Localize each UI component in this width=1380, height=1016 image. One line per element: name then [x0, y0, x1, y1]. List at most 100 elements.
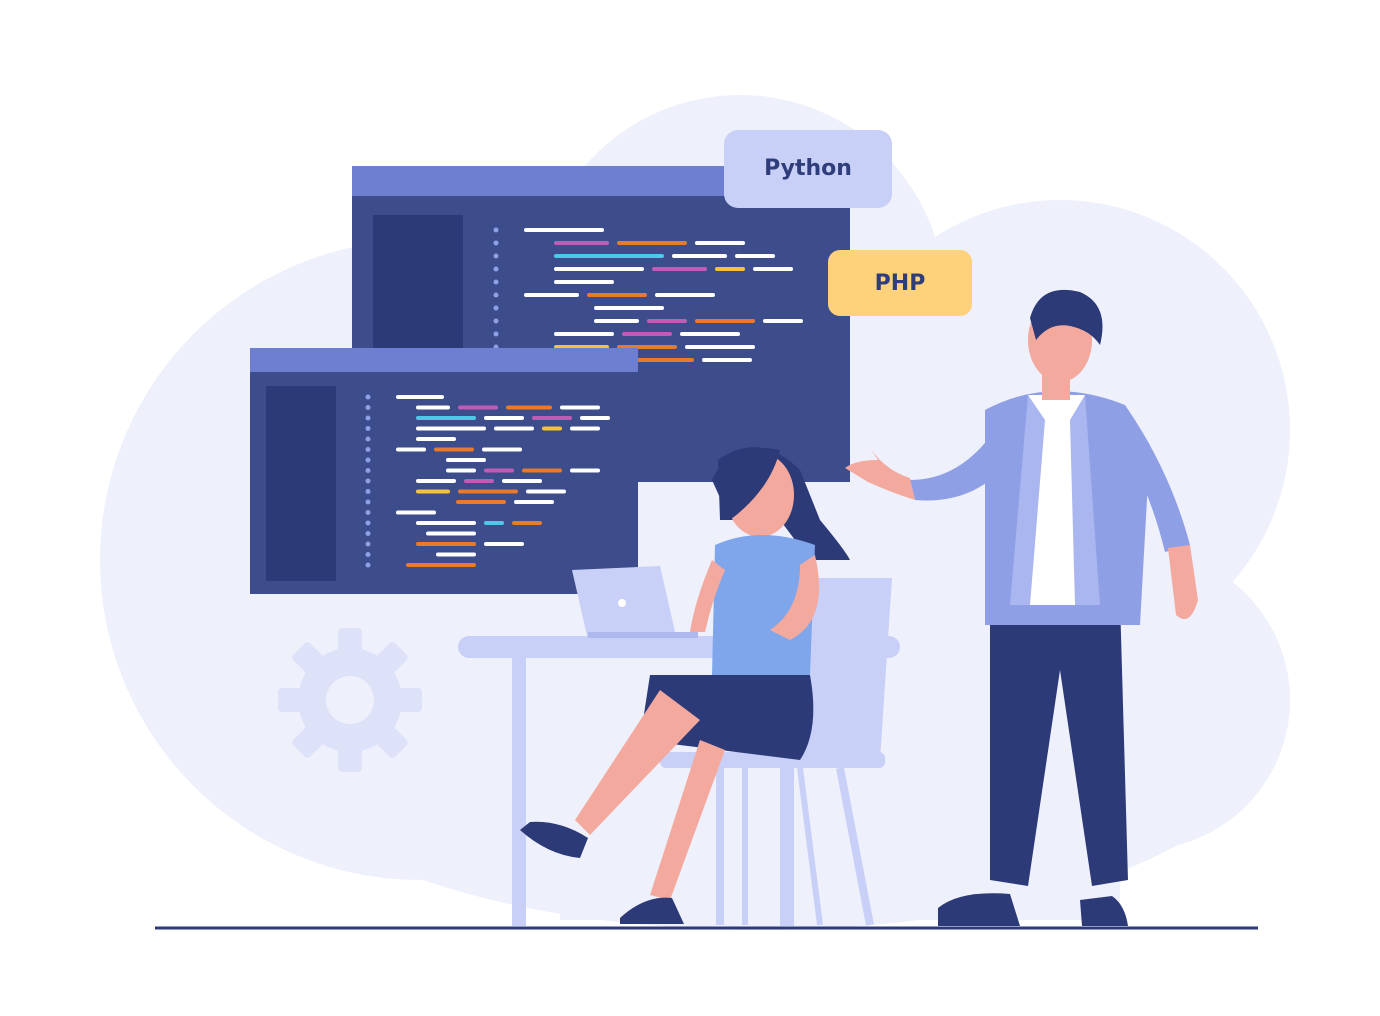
code-line-segment [532, 416, 572, 420]
code-line-segment [406, 563, 476, 567]
line-number-dot [365, 405, 371, 410]
code-line-segment [655, 293, 715, 297]
man-figure [845, 289, 1198, 926]
code-line-segment [458, 405, 498, 410]
code-line-segment [456, 500, 506, 504]
code-line-segment [484, 416, 524, 420]
python-tag-label: Python [764, 156, 852, 181]
code-line-segment [524, 293, 579, 297]
code-line-segment [580, 416, 610, 420]
code-line-segment [570, 426, 600, 431]
code-line-segment [514, 500, 554, 504]
line-number-dot [365, 531, 371, 536]
code-line-segment [622, 332, 672, 336]
code-line-segment [426, 531, 476, 536]
line-number-dot [493, 318, 499, 324]
line-number-dot [365, 426, 371, 431]
code-line-segment [416, 426, 486, 431]
code-line-segment [464, 479, 494, 483]
code-line-segment [570, 468, 600, 473]
line-number-dot [493, 305, 499, 311]
line-number-dot [365, 541, 371, 547]
line-number-dot [493, 331, 499, 337]
code-line-segment [587, 293, 647, 297]
code-line-segment [672, 254, 727, 258]
code-line-segment [554, 280, 614, 284]
code-lines-front [365, 394, 610, 568]
code-line-segment [446, 468, 476, 473]
code-lines-back [493, 227, 803, 363]
line-number-dot [493, 266, 499, 272]
code-line-segment [753, 267, 793, 271]
code-line-segment [702, 358, 752, 362]
line-number-dot [493, 227, 499, 233]
code-line-segment [396, 510, 436, 515]
code-line-segment [554, 241, 609, 245]
code-line-segment [526, 489, 566, 494]
code-line-segment [416, 542, 476, 546]
code-line-segment [502, 479, 542, 483]
code-line-segment [482, 447, 522, 452]
code-line-segment [484, 521, 504, 525]
line-number-dot [365, 447, 371, 452]
code-line-segment [652, 267, 707, 271]
code-line-segment [680, 332, 740, 336]
line-number-dot [365, 489, 371, 494]
code-line-segment [735, 254, 775, 258]
chair [660, 578, 892, 926]
line-number-dot [365, 415, 371, 421]
code-line-segment [617, 241, 687, 245]
line-number-dot [493, 279, 499, 285]
code-line-segment [446, 458, 486, 462]
laptop-icon [572, 566, 698, 640]
code-line-segment [458, 489, 518, 494]
code-line-segment [634, 358, 694, 362]
code-line-segment [524, 228, 604, 232]
code-line-segment [506, 405, 552, 410]
code-line-segment [554, 267, 644, 271]
code-line-segment [560, 405, 600, 410]
code-line-segment [434, 447, 474, 452]
line-number-dot [365, 457, 371, 463]
code-line-segment [416, 489, 450, 494]
line-number-dot [365, 510, 371, 515]
php-tag: PHP [828, 250, 972, 316]
line-number-dot [365, 562, 371, 568]
code-line-segment [647, 319, 687, 323]
line-number-dot [365, 520, 371, 526]
code-line-segment [554, 254, 664, 258]
line-number-dot [493, 240, 499, 246]
code-line-segment [416, 521, 476, 525]
line-number-dot [365, 499, 371, 505]
line-number-dot [493, 292, 499, 298]
code-line-segment [715, 267, 745, 271]
code-line-segment [484, 542, 524, 546]
gear-icon [278, 628, 422, 772]
code-line-segment [416, 479, 456, 483]
code-line-segment [416, 437, 456, 441]
line-number-dot [365, 552, 371, 557]
php-tag-label: PHP [875, 271, 926, 296]
line-number-dot [365, 478, 371, 484]
code-line-segment [594, 306, 664, 310]
code-line-segment [594, 319, 639, 323]
code-line-segment [685, 345, 755, 349]
line-number-dot [365, 394, 371, 400]
line-number-dot [365, 468, 371, 473]
code-line-segment [554, 332, 614, 336]
code-line-segment [396, 395, 444, 399]
line-number-dot [365, 436, 371, 442]
code-line-segment [484, 468, 514, 473]
code-window-front [250, 348, 638, 594]
code-line-segment [522, 468, 562, 473]
python-tag: Python [724, 130, 892, 208]
code-line-segment [396, 447, 426, 452]
woman-figure [520, 447, 850, 924]
code-line-segment [695, 319, 755, 323]
code-line-segment [763, 319, 803, 323]
code-line-segment [436, 552, 476, 557]
code-line-segment [695, 241, 745, 245]
line-number-dot [493, 253, 499, 259]
code-line-segment [494, 426, 534, 431]
